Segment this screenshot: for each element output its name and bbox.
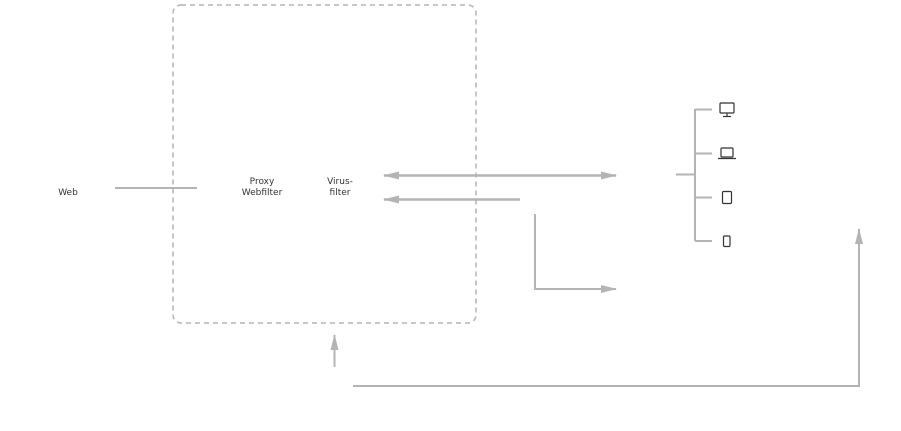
device-tree	[676, 108, 712, 242]
proxy-label-line2: Webfilter	[241, 188, 283, 198]
smartphone-icon	[722, 235, 731, 248]
web-label: Web	[48, 188, 88, 199]
feedback-arrow	[353, 228, 863, 387]
branch-arrow	[534, 214, 617, 293]
firewall-boundary	[172, 4, 477, 324]
proxy-webfilter-label: Proxy Webfilter	[232, 177, 292, 199]
tablet-icon	[721, 190, 733, 205]
monitor-icon	[719, 102, 735, 118]
virus-filter-label: Virus- filter	[315, 177, 365, 199]
proxy-label-line1: Proxy	[249, 177, 275, 187]
virus-label-line2: filter	[329, 188, 351, 198]
virus-label-line1: Virus-	[327, 177, 353, 187]
laptop-icon	[718, 147, 736, 160]
web-label-text: Web	[58, 188, 78, 198]
